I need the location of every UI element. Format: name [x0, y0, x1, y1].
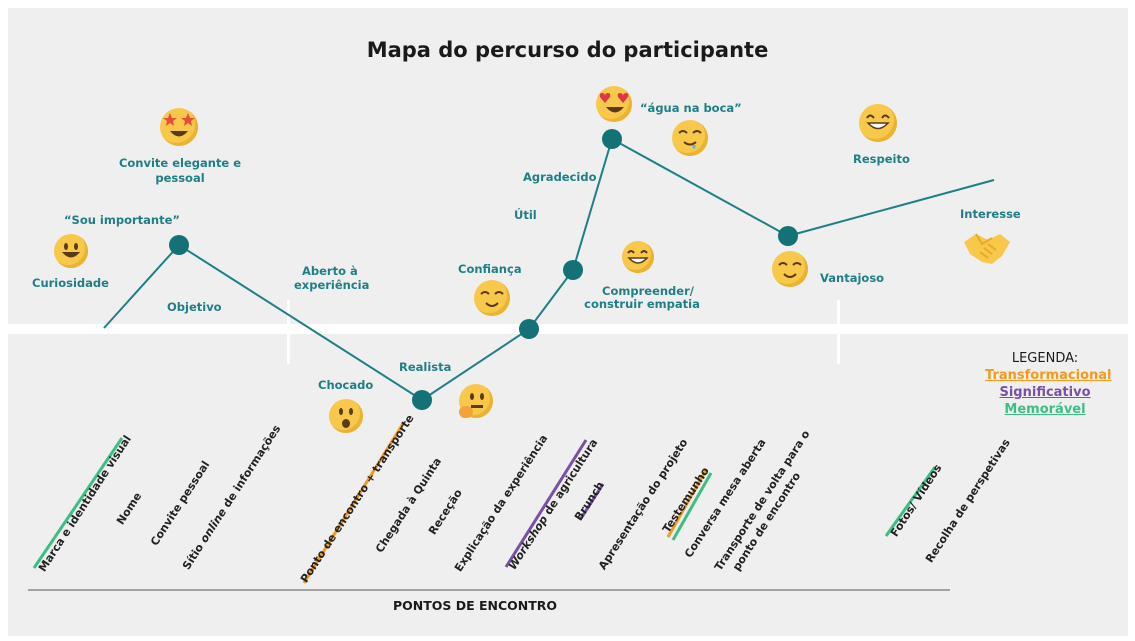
journey-map-card — [8, 8, 1128, 636]
emotion-label: construir empatia — [584, 297, 700, 311]
relieved-face-icon — [474, 280, 510, 316]
phase-divider-right — [837, 300, 840, 364]
grinning-face-icon — [859, 104, 897, 142]
journey-point — [519, 319, 539, 339]
star-struck-face-icon — [160, 108, 198, 146]
marker-memoravel — [884, 466, 937, 537]
emotion-label: Vantajoso — [820, 271, 885, 285]
heart-eyes-face-icon — [596, 86, 632, 122]
legend-significativo: Significativo — [999, 385, 1091, 400]
smiley-face-icon — [54, 234, 88, 268]
emotion-label: Objetivo — [167, 300, 222, 314]
emotion-label: Interesse — [960, 207, 1021, 221]
marker-memoravel — [671, 472, 713, 541]
emotion-label: Compreender/ — [602, 284, 694, 298]
legend-heading: LEGENDA: — [1011, 351, 1079, 366]
emotion-label: Aberto à — [302, 264, 358, 278]
emotion-label: experiência — [294, 278, 370, 292]
emotion-label: Confiança — [458, 262, 522, 276]
divider-band — [8, 324, 1135, 334]
legend-transformacional: Transformacional — [985, 368, 1112, 383]
journey-point — [412, 390, 432, 410]
emotion-label: Útil — [514, 208, 537, 222]
thinking-face-icon — [459, 384, 493, 418]
emotion-label: “água na boca” — [640, 101, 742, 115]
emotion-label: “Sou importante” — [64, 213, 180, 227]
phase-divider-left — [287, 300, 290, 364]
marker-significativo — [504, 439, 588, 568]
journey-point — [563, 260, 583, 280]
grinning-face-icon — [622, 241, 654, 273]
marker-transformacional — [666, 469, 708, 538]
emotion-label: Realista — [399, 360, 452, 374]
legend-memoravel: Memorável — [1004, 402, 1086, 417]
marker-transformacional — [302, 421, 406, 584]
journey-line — [103, 137, 995, 402]
emotion-label: Chocado — [318, 378, 374, 392]
axis-label: PONTOS DE ENCONTRO — [392, 598, 558, 613]
emotion-label: Convite elegante e — [118, 156, 242, 170]
emotion-label: pessoal — [155, 171, 205, 185]
marker-significativo — [578, 483, 605, 521]
relieved-face-icon — [772, 251, 808, 287]
legend: LEGENDA: Transformacional Significativo … — [985, 350, 1112, 418]
journey-point — [778, 226, 798, 246]
marker-memoravel — [32, 437, 124, 569]
emotion-label: Respeito — [853, 152, 910, 166]
handshake-icon — [964, 233, 1010, 264]
emotion-label: Curiosidade — [32, 276, 109, 290]
map-title: Mapa do percurso do participante — [366, 38, 769, 62]
journey-point — [602, 129, 622, 149]
emotion-label: Agradecido — [523, 170, 597, 184]
drooling-face-icon — [672, 120, 708, 156]
hushed-face-icon — [329, 399, 363, 433]
journey-point — [169, 235, 189, 255]
